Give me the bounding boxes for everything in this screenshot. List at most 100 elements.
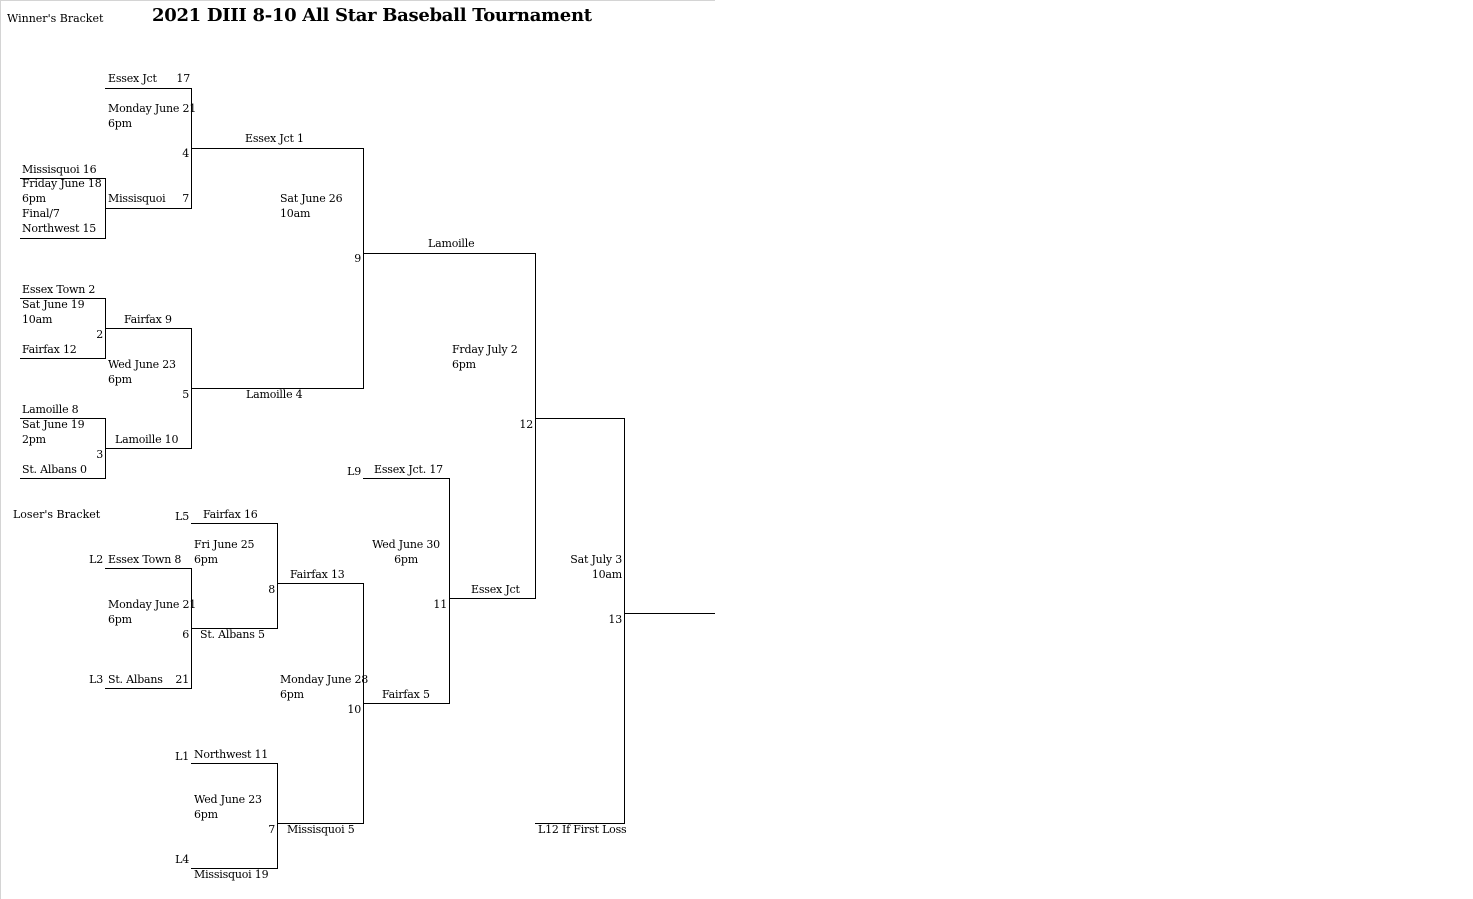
g2-top-line <box>20 298 105 299</box>
g11-time: 6pm <box>394 553 418 566</box>
g4-top-team: Essex Jct <box>108 72 157 85</box>
g7-bottom-tag: L4 <box>175 853 189 866</box>
winners-bracket-label: Winner's Bracket <box>7 12 104 25</box>
g7-bottom-line <box>191 868 277 869</box>
g11-bottom-team: Fairfax 5 <box>382 688 430 701</box>
g13-bottom-team: L12 If First Loss <box>538 823 627 836</box>
g9-time: 10am <box>280 207 311 220</box>
g8-connector <box>277 523 278 629</box>
g4-game-number: 4 <box>182 147 189 160</box>
g13-game-number: 13 <box>608 613 622 626</box>
g6-game-number: 6 <box>182 628 189 641</box>
g7-top-team: Northwest 11 <box>194 748 269 761</box>
g7-time: 6pm <box>194 808 218 821</box>
g11-connector <box>449 478 450 704</box>
g4-top-score: 17 <box>176 72 190 85</box>
g7-date: Wed June 23 <box>194 793 262 806</box>
g2-bottom-line <box>20 358 105 359</box>
g3-date: Sat June 19 <box>22 418 85 431</box>
g12-time: 6pm <box>452 358 476 371</box>
g4-bottom-score: 7 <box>182 192 189 205</box>
g5-bottom-line <box>105 448 191 449</box>
g6-bottom-line <box>105 688 191 689</box>
g7-connector <box>277 763 278 869</box>
g1-bottom-line <box>20 238 105 239</box>
g6-top-line <box>105 568 191 569</box>
g9-game-number: 9 <box>354 252 361 265</box>
g3-game-number: 3 <box>96 448 103 461</box>
page-title: 2021 DIII 8-10 All Star Baseball Tournam… <box>152 5 592 26</box>
g9-connector <box>363 148 364 389</box>
g8-date: Fri June 25 <box>194 538 255 551</box>
g11-bottom-line <box>363 703 449 704</box>
g10-bottom-team: Missisquoi 5 <box>287 823 355 836</box>
g5-time: 6pm <box>108 373 132 386</box>
g13-date: Sat July 3 <box>570 553 622 566</box>
g3-top-team: Lamoille 8 <box>22 403 79 416</box>
g10-top-team: Fairfax 13 <box>290 568 345 581</box>
g8-top-line <box>191 523 277 524</box>
g11-date: Wed June 30 <box>372 538 440 551</box>
sheet-top-border <box>0 0 715 1</box>
g12-top-line <box>363 253 535 254</box>
g11-top-tag: L9 <box>347 465 361 478</box>
g8-top-team: Fairfax 16 <box>203 508 258 521</box>
g12-top-team: Lamoille <box>428 237 475 250</box>
g3-bottom-line <box>20 478 105 479</box>
g12-bottom-team: Essex Jct <box>471 583 520 596</box>
g2-game-number: 2 <box>96 328 103 341</box>
g3-bottom-team: St. Albans 0 <box>22 463 87 476</box>
g6-date: Monday June 21 <box>108 598 197 611</box>
g6-top-team: Essex Town 8 <box>108 553 182 566</box>
g5-top-team: Fairfax 9 <box>124 313 172 326</box>
g4-time: 6pm <box>108 117 132 130</box>
g9-bottom-team: Lamoille 4 <box>246 388 303 401</box>
g11-top-team: Essex Jct. 17 <box>374 463 443 476</box>
g10-top-line <box>277 583 363 584</box>
g2-date: Sat June 19 <box>22 298 85 311</box>
g6-bottom-team: St. Albans <box>108 673 163 686</box>
g8-game-number: 8 <box>268 583 275 596</box>
g4-date: Monday June 21 <box>108 102 197 115</box>
g1-time: 6pm <box>22 192 46 205</box>
g10-time: 6pm <box>280 688 304 701</box>
g1-top-line <box>20 178 105 179</box>
g1-bottom-team: Northwest 15 <box>22 222 97 235</box>
g8-bottom-team: St. Albans 5 <box>200 628 265 641</box>
g11-top-line <box>363 478 449 479</box>
g4-bottom-team: Missisquoi <box>108 192 166 205</box>
g10-bottom-line <box>277 823 363 824</box>
g10-game-number: 10 <box>347 703 361 716</box>
g1-date: Friday June 18 <box>22 177 102 190</box>
g2-time: 10am <box>22 313 53 326</box>
g12-connector <box>535 253 536 599</box>
g8-top-tag: L5 <box>175 510 189 523</box>
g8-bottom-line <box>191 628 277 629</box>
g9-top-team: Essex Jct 1 <box>245 132 304 145</box>
g12-game-number: 12 <box>519 418 533 431</box>
g13-time: 10am <box>591 568 622 581</box>
g5-date: Wed June 23 <box>108 358 176 371</box>
g8-time: 6pm <box>194 553 218 566</box>
g9-top-line <box>191 148 363 149</box>
g13-connector <box>624 418 625 824</box>
g6-time: 6pm <box>108 613 132 626</box>
losers-bracket-label: Loser's Bracket <box>13 508 101 521</box>
g5-bottom-team: Lamoille 10 <box>115 433 179 446</box>
g7-top-line <box>191 763 277 764</box>
g2-bottom-team: Fairfax 12 <box>22 343 77 356</box>
g5-top-line <box>105 328 191 329</box>
g4-bottom-line <box>105 208 191 209</box>
g2-top-team: Essex Town 2 <box>22 283 96 296</box>
g12-bottom-line <box>449 598 535 599</box>
sheet-left-border <box>0 0 1 899</box>
g3-top-line <box>20 418 105 419</box>
g10-date: Monday June 28 <box>280 673 369 686</box>
g3-time: 2pm <box>22 433 46 446</box>
champion-line <box>624 613 715 614</box>
g7-game-number: 7 <box>268 823 275 836</box>
g11-game-number: 11 <box>433 598 447 611</box>
g13-bottom-line <box>535 823 624 824</box>
g7-bottom-team: Missisquoi 19 <box>194 868 269 881</box>
